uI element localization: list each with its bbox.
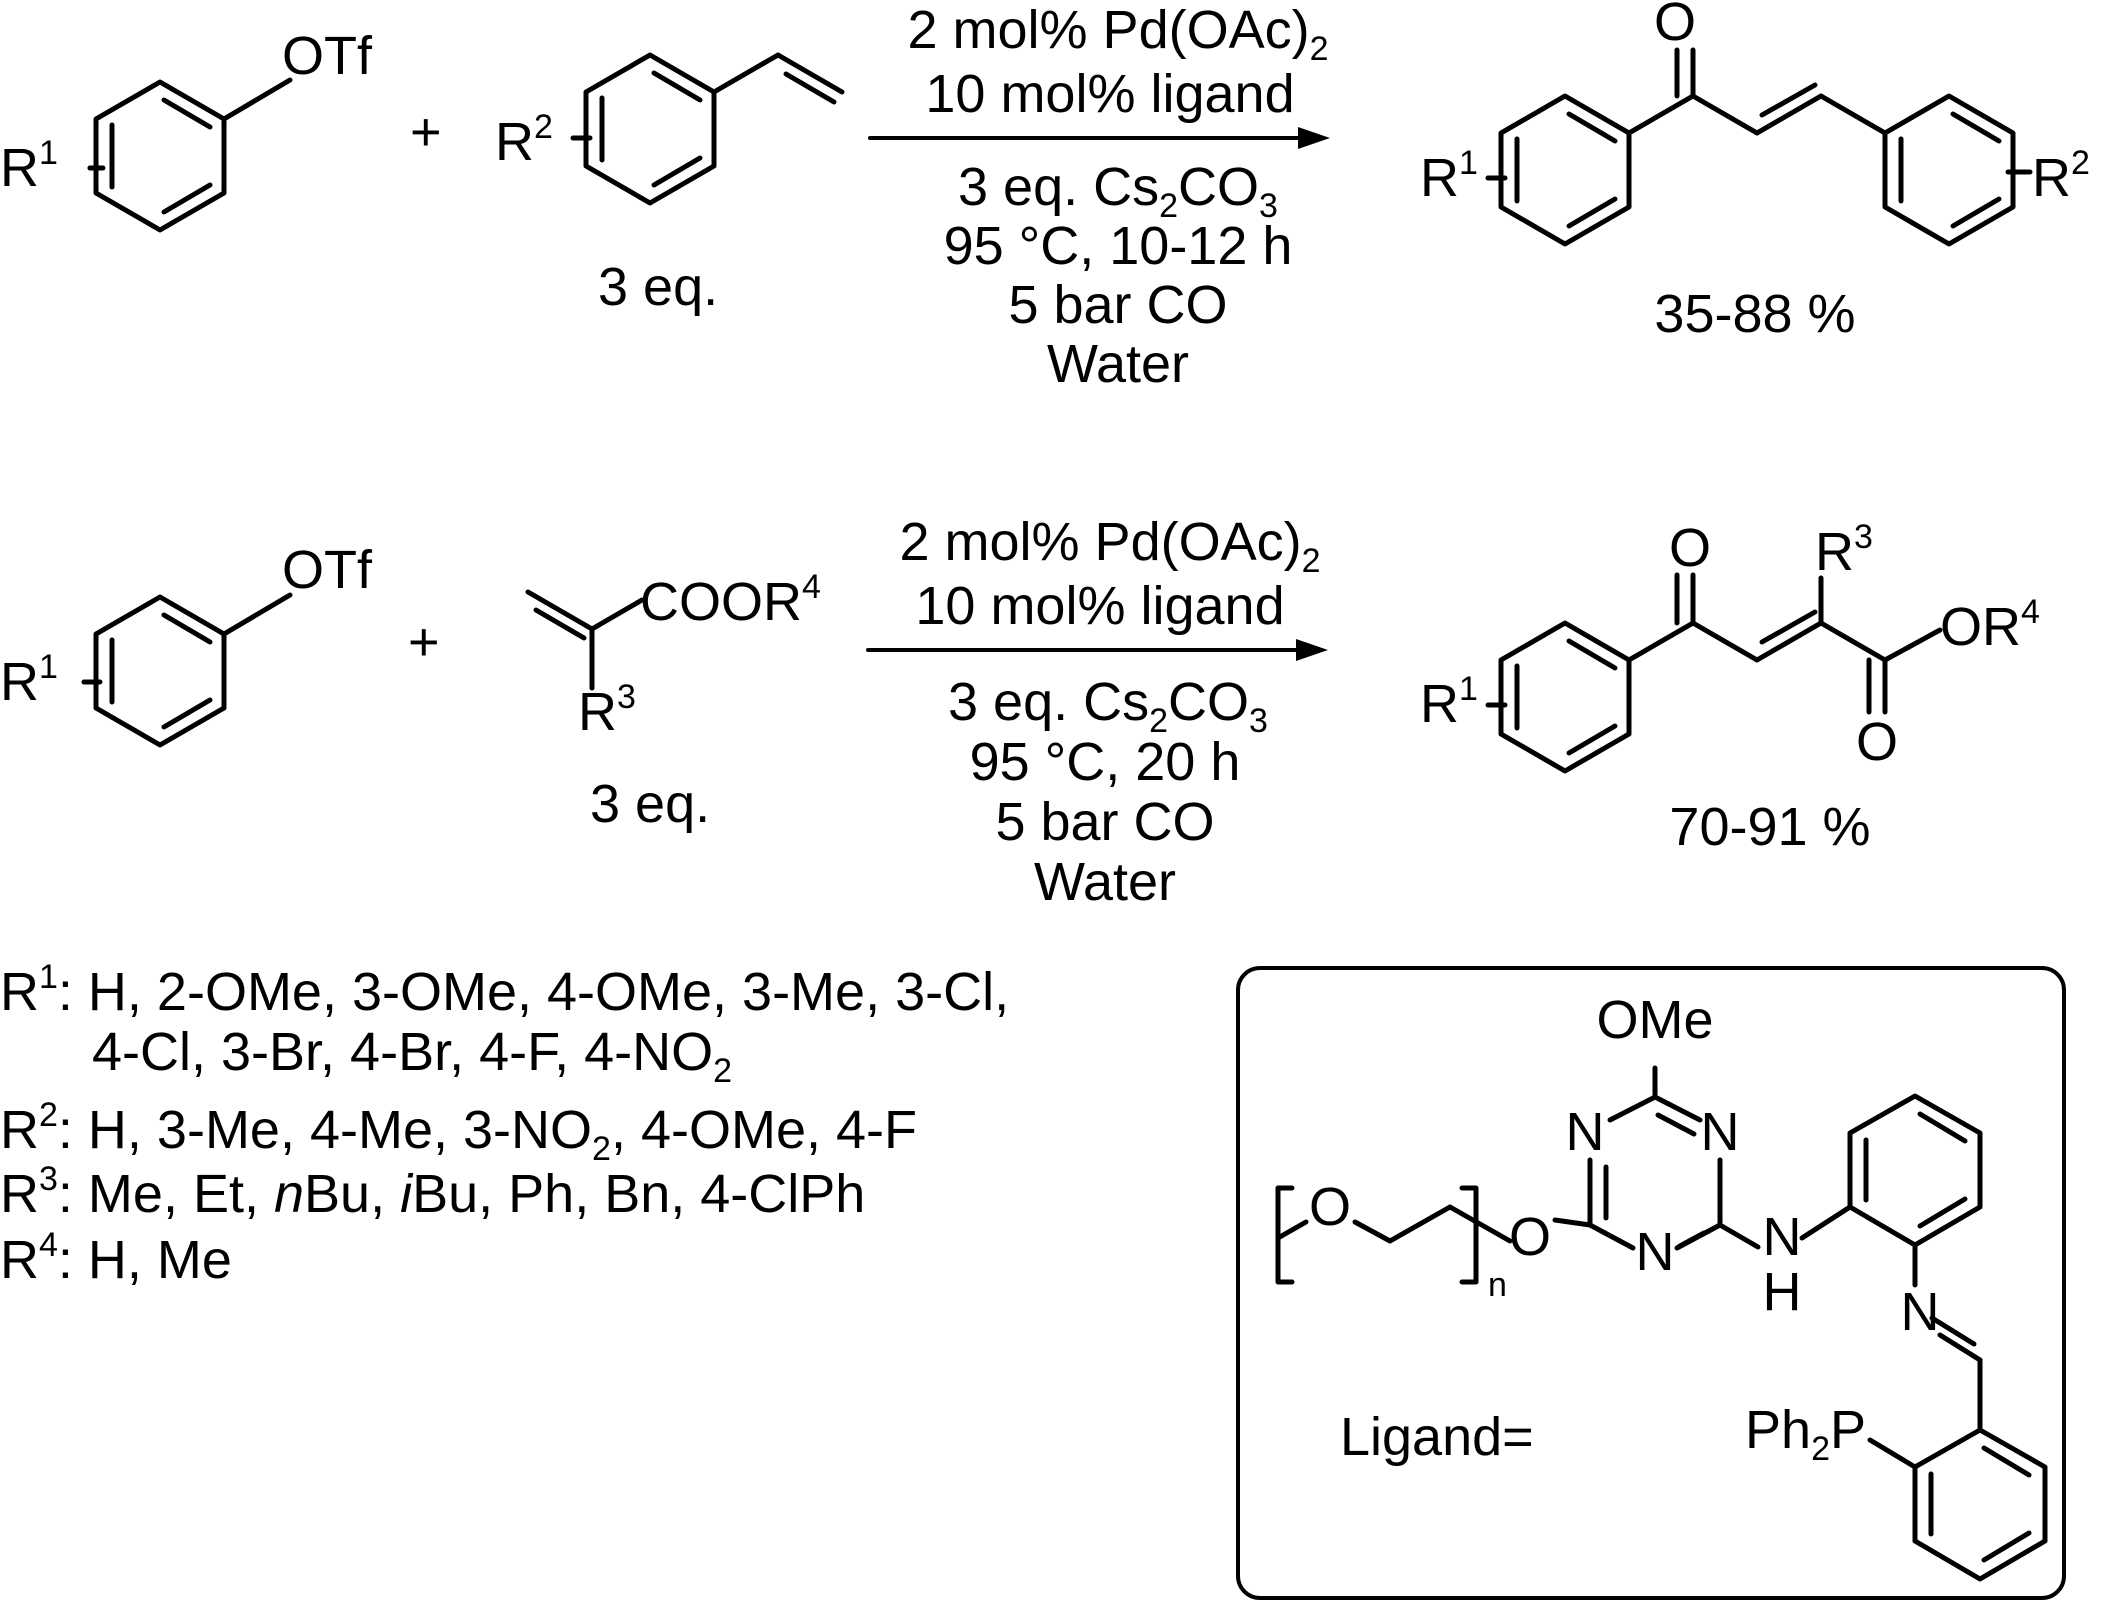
ome-label: OMe [1596, 990, 1713, 1050]
ligand-caption: Ligand= [1340, 1407, 1534, 1467]
r1-label: R1 [0, 134, 58, 198]
peg-oxygen-2: O [1509, 1207, 1551, 1267]
amine-h: H [1763, 1262, 1802, 1322]
r3-label: R3 [578, 678, 636, 742]
ligand-loading-label: 10 mol% ligand [925, 64, 1294, 124]
imine-n: N [1901, 1282, 1940, 1342]
triazine-n-3: N [1636, 1222, 1675, 1282]
ester-oxygen: O [1856, 712, 1898, 772]
ester-label: COOR4 [640, 568, 821, 632]
equiv-label: 3 eq. [598, 257, 718, 317]
substituent-r1: R1: H, 2-OMe, 3-OMe, 4-OMe, 3-Me, 3-Cl, [0, 958, 1009, 1022]
ligand-box: OMe N N N O O n N H [1236, 966, 2066, 1600]
product-chalcone: O R1 R2 35-88 % [1420, 0, 2090, 344]
reaction-arrow-2 [866, 639, 1328, 661]
r2-label: R2 [495, 108, 553, 172]
solvent-label: Water [1047, 334, 1189, 394]
amine-n: N [1763, 1207, 1802, 1267]
substituent-list: R1: H, 2-OMe, 3-OMe, 4-OMe, 3-Me, 3-Cl, … [0, 958, 1009, 1290]
ligand-box-border [1236, 966, 2066, 1600]
ketone-oxygen: O [1654, 0, 1696, 52]
conditions-2: 2 mol% Pd(OAc)2 10 mol% ligand 3 eq. Cs2… [899, 512, 1320, 912]
plus-sign-2: + [408, 612, 440, 672]
substituent-r3: R3: Me, Et, nBu, iBu, Ph, Bn, 4-ClPh [0, 1160, 865, 1224]
pressure-label: 5 bar CO [1008, 275, 1227, 335]
substituent-r2: R2: H, 3-Me, 4-Me, 3-NO2, 4-OMe, 4-F [0, 1096, 917, 1168]
amine-linker: N H [1717, 1204, 1853, 1322]
catalyst-label: 2 mol% Pd(OAc)2 [907, 0, 1328, 68]
solvent-label-2: Water [1034, 852, 1176, 912]
catalyst-label-2: 2 mol% Pd(OAc)2 [899, 512, 1320, 580]
reactant-aryl-triflate-2: OTf R1 [0, 540, 373, 748]
substituent-r4: R4: H, Me [0, 1226, 232, 1290]
reactant-styrene: R2 3 eq. [495, 52, 845, 317]
product-r2-label: R2 [2032, 144, 2090, 208]
conditions-1: 2 mol% Pd(OAc)2 10 mol% ligand 3 eq. Cs2… [907, 0, 1328, 394]
aniline-ring: N [1847, 1093, 1983, 1363]
reaction-1: OTf R1 + R2 3 eq. 2 mol% Pd(OAc)2 10 mol… [0, 0, 2090, 394]
triazine-ring: OMe N N N [1566, 990, 1740, 1282]
triazine-n-1: N [1566, 1102, 1605, 1162]
base-label-2: 3 eq. Cs2CO3 [948, 672, 1268, 740]
reaction-2: OTf R1 + COOR4 R3 3 eq. 2 mol% Pd(OAc)2 … [0, 512, 2040, 912]
otf-label-2: OTf [282, 540, 373, 600]
ketone-oxygen-2: O [1669, 518, 1711, 578]
phosphine-ring: Ph2P [1745, 1357, 2048, 1582]
product-or4-label: OR4 [1940, 593, 2040, 657]
reactant-acrylate: COOR4 R3 3 eq. [525, 568, 821, 834]
yield-label-2: 70-91 % [1669, 797, 1870, 857]
ph2p-label: Ph2P [1745, 1400, 1866, 1468]
repeat-n: n [1488, 1266, 1507, 1304]
yield-label-1: 35-88 % [1654, 284, 1855, 344]
plus-sign: + [410, 102, 442, 162]
substituent-r1-cont: 4-Cl, 3-Br, 4-Br, 4-F, 4-NO2 [92, 1022, 732, 1090]
equiv-label-2: 3 eq. [590, 774, 710, 834]
temperature-time-label-2: 95 °C, 20 h [970, 732, 1241, 792]
product-r1-label: R1 [1420, 144, 1478, 208]
product-ketoester: O R3 OR4 O R1 70-91 % [1420, 518, 2040, 857]
ligand-loading-label-2: 10 mol% ligand [915, 576, 1284, 636]
pressure-label-2: 5 bar CO [995, 792, 1214, 852]
otf-label: OTf [282, 26, 373, 86]
peg-oxygen-1: O [1309, 1177, 1351, 1237]
peg-chain: O O n [1275, 1177, 1593, 1304]
product-r3-label: R3 [1815, 518, 1873, 582]
triazine-n-2: N [1701, 1102, 1740, 1162]
reaction-arrow-1 [868, 127, 1330, 149]
temperature-time-label: 95 °C, 10-12 h [944, 216, 1293, 276]
product-r1-label-2: R1 [1420, 670, 1478, 734]
r1-label-2: R1 [0, 648, 58, 712]
base-label: 3 eq. Cs2CO3 [958, 157, 1278, 225]
reactant-aryl-triflate-1: OTf R1 [0, 26, 373, 233]
